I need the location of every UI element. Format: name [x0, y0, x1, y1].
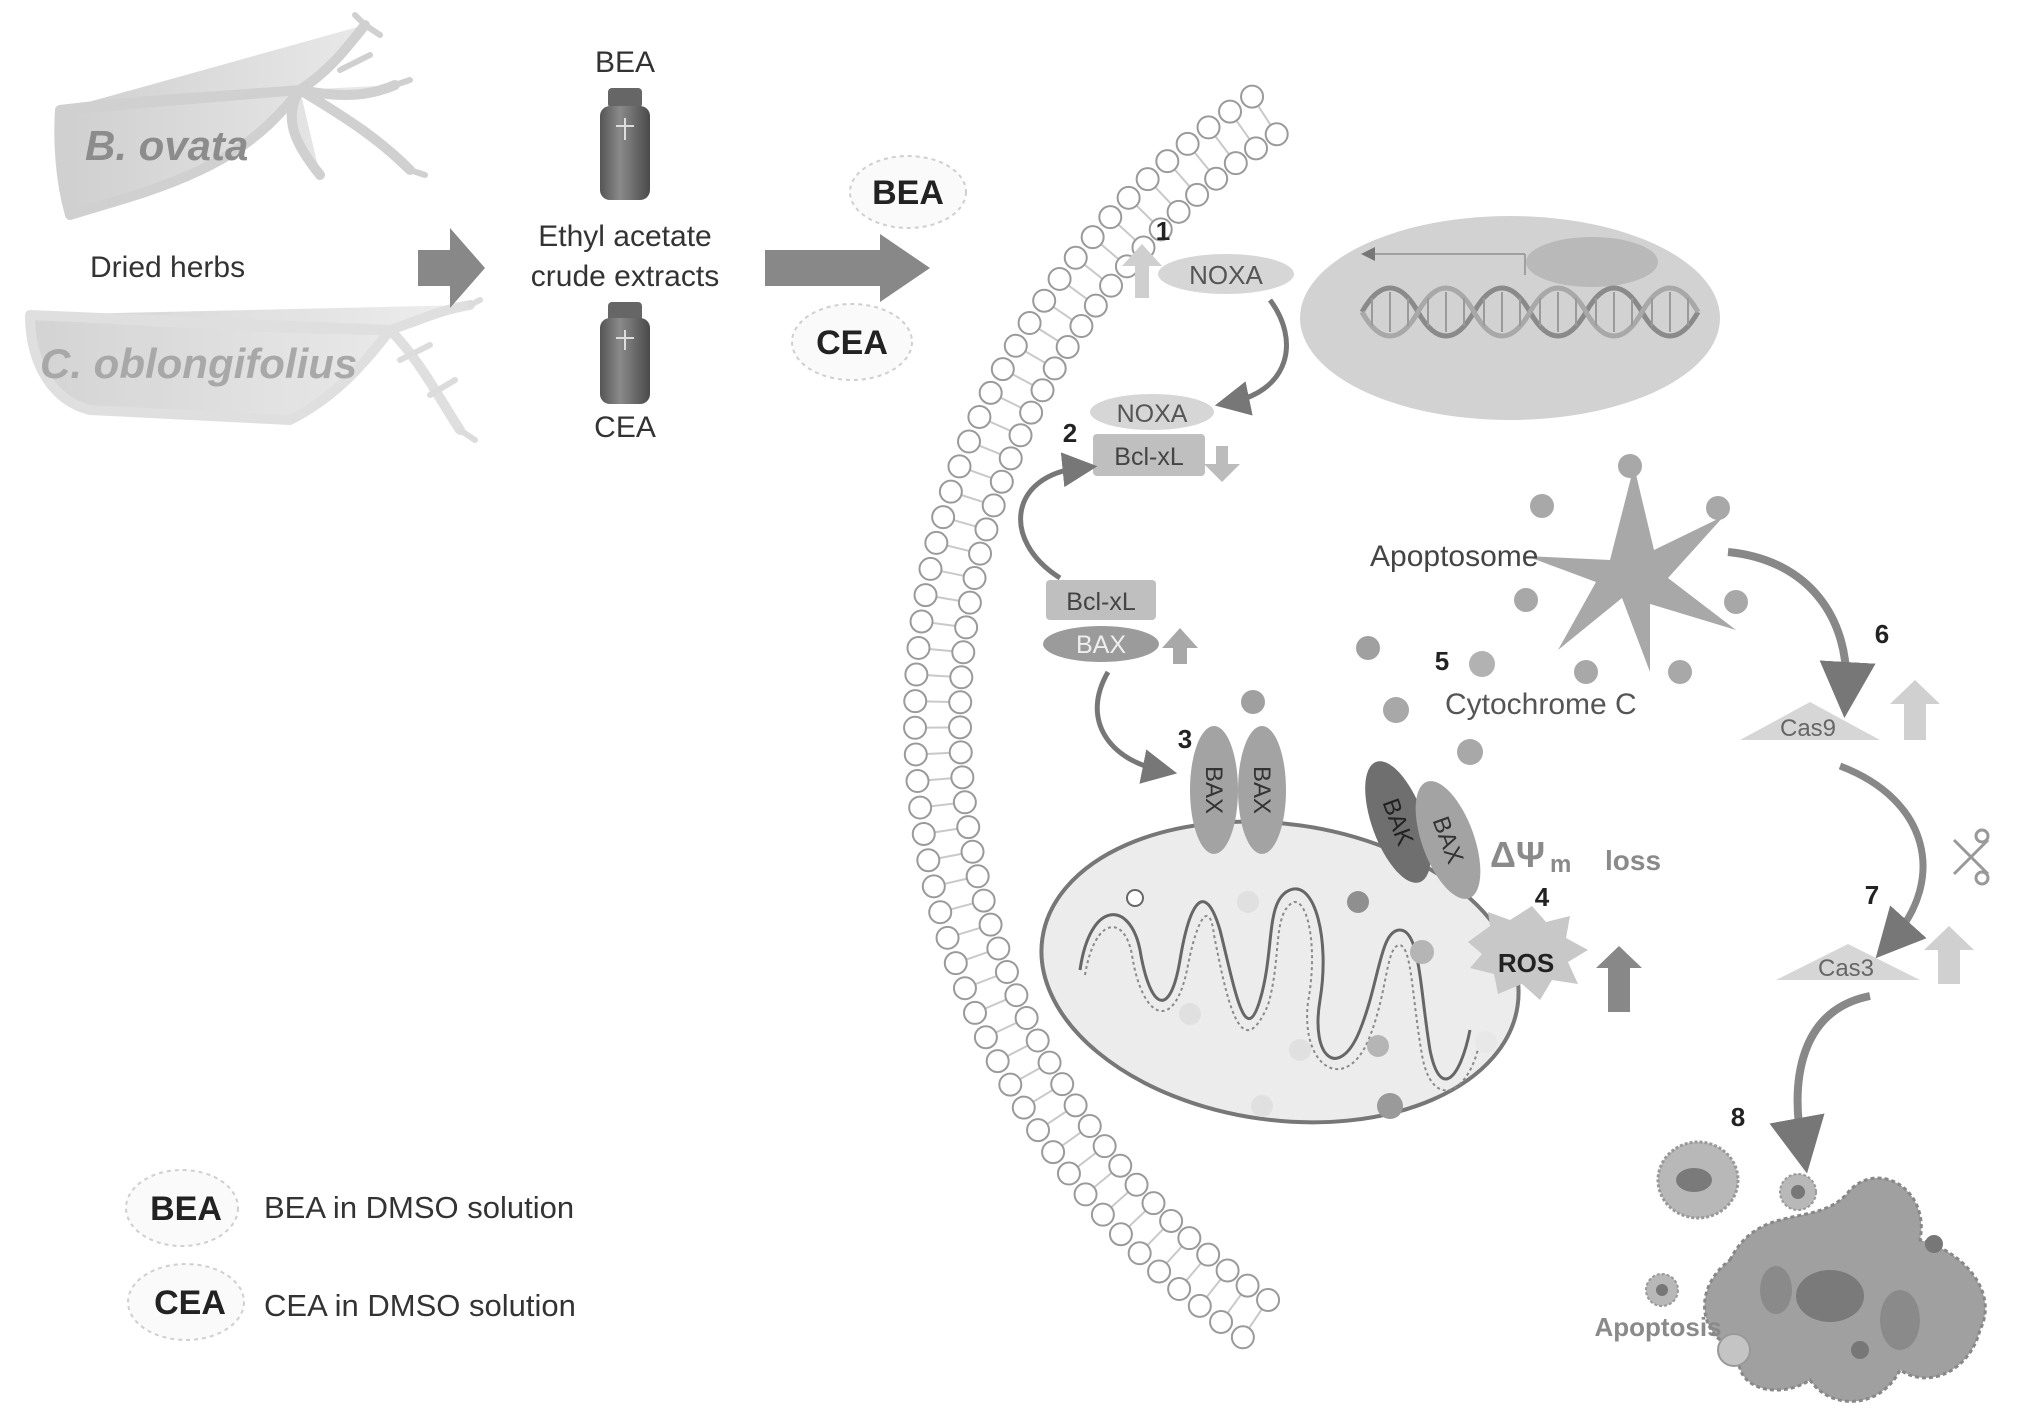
legend-bea-badge-label: BEA	[150, 1190, 222, 1228]
cell-membrane-bilayer	[903, 84, 1289, 1350]
membrane-potential-symbol: ΔΨ	[1490, 834, 1545, 875]
apoptosome-to-cas9-arrow	[1727, 548, 1876, 718]
bax-pair-1-label: BAX	[1200, 766, 1227, 814]
noxa-top-label: NOXA	[1189, 260, 1263, 290]
bea-bubble	[849, 155, 967, 229]
membrane-potential-loss: loss	[1605, 845, 1661, 876]
bclxl-complex-label: Bcl-xL	[1114, 443, 1184, 471]
step-1-number: 1	[1156, 216, 1170, 246]
apoptosome-icon	[1514, 454, 1748, 684]
herb-bovata-illustration	[54, 12, 428, 220]
step-4-number: 4	[1535, 882, 1550, 912]
ros-label: ROS	[1498, 948, 1554, 978]
vial-bea-icon	[600, 88, 650, 200]
bax-angled	[1415, 781, 1481, 899]
step-3-number: 3	[1178, 724, 1192, 754]
extracts-caption-line-1: Ethyl acetate	[538, 220, 711, 253]
herb-species-coblongifolius: C. oblongifolius	[40, 340, 357, 387]
vial-cea-label: CEA	[594, 411, 656, 444]
extracts-caption-line-2: crude extracts	[531, 260, 719, 293]
vial-bea-label: BEA	[595, 46, 655, 79]
nucleolus	[1526, 237, 1658, 287]
cas3-up-arrow	[1924, 926, 1974, 984]
cea-bubble	[791, 303, 913, 381]
membrane-potential-subscript: m	[1550, 851, 1571, 878]
bclxl-bax-label: Bcl-xL	[1066, 588, 1136, 616]
dna-helix-icon	[1359, 285, 1701, 339]
bax-bound-label: BAX	[1076, 631, 1126, 659]
step-5-number: 5	[1435, 646, 1449, 676]
cas3-triangle	[1776, 944, 1920, 980]
noxa-up-arrow	[1122, 244, 1162, 298]
bclxl-bax-complex	[1046, 580, 1156, 620]
apoptotic-cell-cluster-icon	[1645, 1140, 1987, 1403]
cas9-up-arrow	[1890, 680, 1940, 740]
cas3-to-apoptosis-arrow	[1769, 992, 1871, 1174]
ros-burst-icon	[1468, 906, 1588, 1000]
bclxl-down-arrow	[1204, 446, 1240, 482]
bax-translocation-arrow	[1094, 670, 1178, 784]
bax-pair-2-label: BAX	[1248, 766, 1275, 814]
mitochondrion	[1039, 819, 1521, 1125]
herb-species-bovata: B. ovata	[85, 122, 248, 169]
ros-up-arrow	[1596, 946, 1642, 1012]
cas9-triangle	[1740, 702, 1880, 740]
step-2-number: 2	[1063, 418, 1077, 448]
herb-coblongifolius-illustration	[25, 297, 483, 443]
bea-bubble-label: BEA	[872, 174, 944, 212]
bclxl-release-arrow	[1018, 452, 1098, 581]
herbs-to-extracts-arrow	[418, 228, 485, 308]
noxa-complex-label: NOXA	[1117, 400, 1188, 428]
legend-bea-badge	[125, 1169, 239, 1247]
cea-bubble-label: CEA	[816, 324, 888, 362]
step-7-number: 7	[1865, 880, 1879, 910]
cytochrome-c-label: Cytochrome C	[1445, 688, 1637, 721]
legend-bea-text: BEA in DMSO solution	[264, 1190, 574, 1225]
bax-bound	[1043, 626, 1159, 662]
noxa-top	[1158, 254, 1294, 294]
noxa-to-complex-arrow	[1214, 298, 1289, 416]
bax-pair-1	[1190, 726, 1238, 854]
herbs-caption: Dried herbs	[90, 251, 245, 284]
apoptosome-label: Apoptosome	[1370, 540, 1538, 573]
cas9-label: Cas9	[1780, 715, 1836, 742]
bax-up-arrow	[1162, 628, 1198, 664]
cas3-label: Cas3	[1818, 955, 1874, 982]
bak-protein	[1365, 761, 1431, 883]
bax-pair-2	[1238, 726, 1286, 854]
scissors-icon	[1952, 828, 1990, 886]
step-8-number: 8	[1731, 1102, 1745, 1132]
bclxl-complex	[1093, 434, 1205, 476]
apoptosis-label: Apoptosis	[1594, 1312, 1721, 1342]
cas9-to-cas3-arrow	[1838, 762, 1927, 959]
legend: BEA BEA in DMSO solution CEA CEA in DMSO…	[125, 1169, 576, 1341]
extracts-to-cell-arrow	[765, 234, 930, 302]
noxa-complex	[1090, 394, 1214, 430]
vial-cea-icon	[600, 302, 650, 404]
legend-cea-badge	[127, 1263, 245, 1341]
legend-cea-text: CEA in DMSO solution	[264, 1288, 576, 1323]
step-6-number: 6	[1875, 619, 1889, 649]
legend-cea-badge-label: CEA	[154, 1284, 226, 1322]
